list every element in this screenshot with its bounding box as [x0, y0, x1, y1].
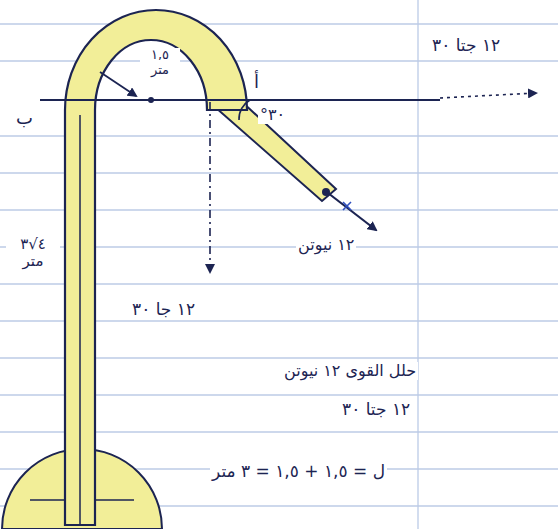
- point-label: أ: [252, 72, 261, 93]
- component-label: ١٢ جتا ٣٠: [430, 36, 502, 56]
- note-text: حلل القوى ١٢ نيوتن: [282, 362, 418, 380]
- force-label: ١٢ نيوتن: [296, 236, 356, 254]
- diagonal-rod: [207, 100, 336, 201]
- point-label: ب: [14, 108, 35, 129]
- bent-pipe: [65, 10, 247, 525]
- component-label: ١٢ جا ٣٠: [130, 300, 197, 320]
- radius-label: ١,٥ متر: [140, 48, 180, 78]
- height-label: ٤√٣ متر: [6, 236, 60, 271]
- angle-label: ٣٠°: [258, 106, 287, 124]
- equation-text: ل = ١,٥ + ١,٥ = ٣ متر: [210, 462, 387, 482]
- component-label: ١٢ جتا ٣٠: [340, 400, 412, 420]
- arm-line: [40, 99, 440, 101]
